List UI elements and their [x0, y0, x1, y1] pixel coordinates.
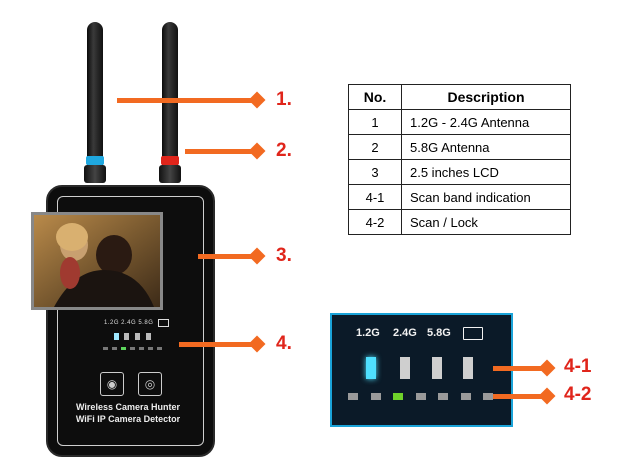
- table-row: 4-1 Scan band indication: [348, 184, 571, 210]
- device-dot-4: [130, 347, 135, 350]
- row-description: 5.8G Antenna: [401, 134, 571, 160]
- arrow-3-line: [198, 254, 257, 259]
- device-title-line2: WiFi IP Camera Detector: [75, 414, 181, 424]
- device-led-1: [114, 333, 119, 340]
- zoom-band-1: 1.2G: [356, 327, 380, 339]
- description-table: No. Description 1 1.2G - 2.4G Antenna 2 …: [348, 84, 571, 235]
- antenna-1-ring: [86, 156, 104, 165]
- arrow-1-line: [117, 98, 257, 103]
- antenna-2-base: [159, 165, 181, 183]
- row-no: 2: [348, 134, 402, 160]
- device-led-4: [146, 333, 151, 340]
- ip-camera-icon: ◎: [138, 372, 162, 396]
- device-battery-icon: [158, 319, 169, 327]
- arrow-4-line: [179, 342, 257, 347]
- antenna-1-base: [84, 165, 106, 183]
- table-row: 4-2 Scan / Lock: [348, 209, 571, 235]
- arrow-2-line: [185, 149, 257, 154]
- arrow-41-head: [538, 359, 556, 377]
- header-description: Description: [401, 84, 571, 110]
- callout-4-2: 4-2: [564, 384, 592, 405]
- indicator-zoom-panel: 1.2G 2.4G 5.8G: [330, 313, 513, 427]
- device-bezel: [57, 196, 204, 446]
- zoom-dot-1: [348, 393, 358, 400]
- zoom-led-3: [432, 357, 442, 379]
- zoom-dot-3: [393, 393, 403, 400]
- arrow-42-line: [493, 394, 547, 399]
- callout-1: 1.: [276, 89, 292, 110]
- arrow-1-head: [248, 91, 266, 109]
- device-dot-3: [121, 347, 126, 350]
- device-dot-7: [157, 347, 162, 350]
- zoom-band-2: 2.4G: [393, 327, 417, 339]
- table-row: 2 5.8G Antenna: [348, 134, 571, 160]
- wifi-camera-icon: ◉: [100, 372, 124, 396]
- antenna-1: [87, 22, 103, 172]
- callout-4: 4.: [276, 333, 292, 354]
- arrow-3-head: [248, 247, 266, 265]
- lcd-photo: [34, 215, 160, 307]
- device-dot-2: [112, 347, 117, 350]
- callout-2: 2.: [276, 140, 292, 161]
- antenna-2: [162, 22, 178, 172]
- battery-charging-icon: [463, 327, 483, 340]
- arrow-4-head: [248, 335, 266, 353]
- zoom-dot-5: [438, 393, 448, 400]
- device-title-line1: Wireless Camera Hunter: [76, 402, 180, 412]
- callout-4-1: 4-1: [564, 356, 592, 377]
- zoom-led-1: [366, 357, 376, 379]
- antenna-2-ring: [161, 156, 179, 165]
- row-description: Scan / Lock: [401, 209, 571, 235]
- table-row: 3 2.5 inches LCD: [348, 159, 571, 185]
- device-dot-5: [139, 347, 144, 350]
- zoom-dot-7: [483, 393, 493, 400]
- row-no: 4-2: [348, 209, 402, 235]
- table-row: 1 1.2G - 2.4G Antenna: [348, 109, 571, 135]
- callout-3: 3.: [276, 245, 292, 266]
- row-description: 1.2G - 2.4G Antenna: [401, 109, 571, 135]
- zoom-led-2: [400, 357, 410, 379]
- zoom-dot-2: [371, 393, 381, 400]
- header-no: No.: [348, 84, 402, 110]
- row-no: 4-1: [348, 184, 402, 210]
- arrow-2-head: [248, 142, 266, 160]
- zoom-dot-6: [461, 393, 471, 400]
- zoom-dot-4: [416, 393, 426, 400]
- device-dot-6: [148, 347, 153, 350]
- table-header-row: No. Description: [348, 84, 571, 110]
- zoom-led-4: [463, 357, 473, 379]
- row-description: 2.5 inches LCD: [401, 159, 571, 185]
- device-led-2: [124, 333, 129, 340]
- device-band-labels: 1.2G 2.4G 5.8G: [104, 320, 154, 326]
- zoom-band-3: 5.8G: [427, 327, 451, 339]
- device-dot-1: [103, 347, 108, 350]
- arrow-41-line: [493, 366, 547, 371]
- arrow-42-head: [538, 387, 556, 405]
- row-no: 1: [348, 109, 402, 135]
- lcd-screen: [31, 212, 163, 310]
- row-description: Scan band indication: [401, 184, 571, 210]
- row-no: 3: [348, 159, 402, 185]
- device-led-3: [135, 333, 140, 340]
